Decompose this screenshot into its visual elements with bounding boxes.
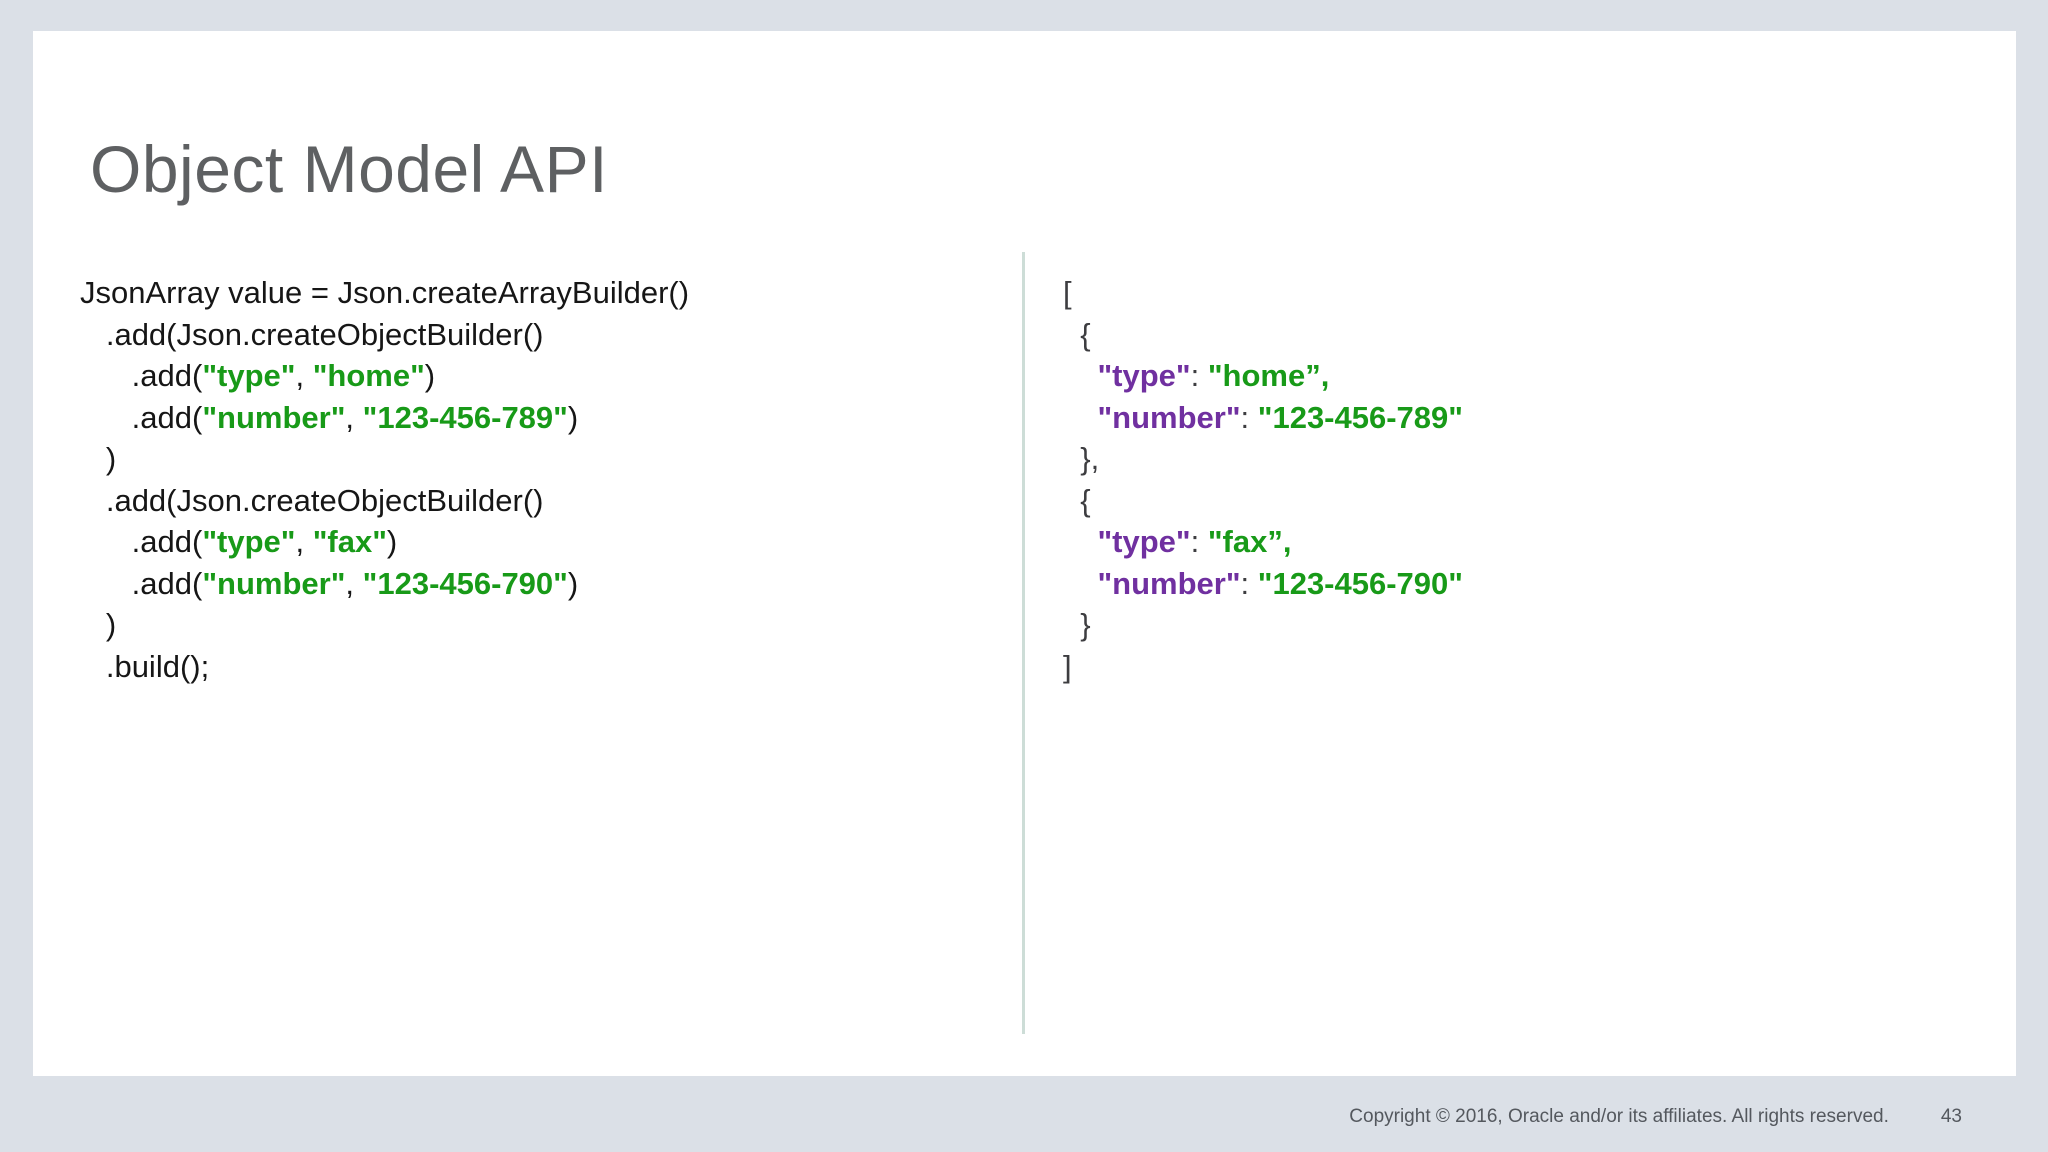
code-segment-plain: )	[386, 524, 398, 559]
code-segment-gray: }	[1063, 607, 1091, 642]
code-segment-plain: ,	[345, 399, 363, 435]
code-segment-gray: :	[1190, 358, 1208, 393]
code-segment-gray: {	[1063, 482, 1091, 518]
code-line: }	[1063, 604, 1463, 646]
code-segment-plain: .add(	[80, 399, 203, 435]
code-segment-plain: ,	[345, 565, 363, 601]
code-line: .add("type", "home")	[80, 355, 689, 397]
code-line: )	[80, 604, 689, 646]
code-segment-green: "123-456-790"	[1257, 565, 1463, 601]
code-segment-gray: :	[1240, 565, 1258, 601]
code-line: "number": "123-456-789"	[1063, 397, 1463, 439]
code-line: "type": "home”,	[1063, 355, 1463, 397]
code-segment-green: "123-456-790"	[362, 565, 568, 601]
code-line: [	[1063, 272, 1463, 314]
code-segment-gray	[1063, 400, 1097, 435]
code-segment-plain: JsonArray value = Json.createArrayBuilde…	[80, 275, 690, 310]
code-line: .add("number", "123-456-790")	[80, 563, 689, 605]
code-segment-plain: )	[80, 441, 117, 476]
code-segment-plain: )	[567, 399, 579, 435]
code-segment-green: "number"	[202, 565, 346, 601]
page-title: Object Model API	[90, 132, 608, 206]
code-segment-plain: )	[424, 358, 436, 393]
code-segment-green: "type"	[202, 524, 296, 559]
code-segment-plain: .build();	[80, 648, 210, 684]
slide-card: Object Model API JsonArray value = Json.…	[33, 31, 2016, 1076]
code-line: .add("number", "123-456-789")	[80, 397, 689, 439]
code-segment-gray	[1063, 524, 1097, 559]
code-line: )	[80, 438, 689, 480]
code-line: .add(Json.createObjectBuilder()	[80, 480, 689, 522]
code-line: .build();	[80, 646, 689, 688]
code-segment-green: "123-456-789"	[1257, 399, 1463, 435]
code-segment-gray: :	[1240, 399, 1258, 435]
code-segment-green: "type"	[202, 358, 296, 393]
code-line: {	[1063, 314, 1463, 356]
code-segment-gray: {	[1063, 316, 1091, 352]
code-line: {	[1063, 480, 1463, 522]
column-divider	[1022, 252, 1025, 1034]
code-segment-plain: ,	[295, 524, 313, 559]
code-line: "type": "fax”,	[1063, 521, 1463, 563]
code-segment-plain: .add(Json.createObjectBuilder()	[80, 316, 544, 352]
code-segment-plain: ,	[295, 358, 313, 393]
code-line: .add(Json.createObjectBuilder()	[80, 314, 689, 356]
code-segment-purple: "type"	[1097, 524, 1191, 559]
code-segment-purple: "number"	[1097, 565, 1241, 601]
code-line: },	[1063, 438, 1463, 480]
code-segment-purple: "number"	[1097, 399, 1241, 435]
page-number: 43	[1940, 1106, 1962, 1127]
code-segment-green: "fax"	[312, 524, 387, 559]
code-segment-gray	[1063, 358, 1097, 393]
json-output-block: [ { "type": "home”, "number": "123-456-7…	[1063, 272, 1463, 687]
code-line: .add("type", "fax")	[80, 521, 689, 563]
code-segment-gray: :	[1190, 524, 1208, 559]
code-segment-green: "fax”,	[1207, 524, 1292, 559]
code-segment-green: "number"	[202, 399, 346, 435]
code-line: JsonArray value = Json.createArrayBuilde…	[80, 272, 689, 314]
code-line: ]	[1063, 646, 1463, 688]
code-line: "number": "123-456-790"	[1063, 563, 1463, 605]
code-segment-green: "home"	[312, 358, 425, 393]
code-segment-gray: [	[1063, 275, 1072, 310]
code-segment-gray	[1063, 566, 1097, 601]
code-segment-green: "123-456-789"	[362, 399, 568, 435]
code-segment-gray: ]	[1063, 648, 1072, 684]
code-segment-plain: .add(	[80, 565, 203, 601]
code-segment-green: "home”,	[1207, 358, 1330, 393]
code-segment-plain: .add(	[80, 524, 203, 559]
java-code-block: JsonArray value = Json.createArrayBuilde…	[80, 272, 689, 687]
code-segment-plain: .add(Json.createObjectBuilder()	[80, 482, 544, 518]
code-segment-gray: },	[1063, 441, 1100, 476]
code-segment-plain: )	[80, 607, 117, 642]
code-segment-plain: .add(	[80, 358, 203, 393]
slide-footer: Copyright © 2016, Oracle and/or its affi…	[1349, 1104, 1962, 1130]
code-segment-plain: )	[567, 565, 579, 601]
copyright-text: Copyright © 2016, Oracle and/or its affi…	[1349, 1106, 1889, 1127]
code-segment-purple: "type"	[1097, 358, 1191, 393]
